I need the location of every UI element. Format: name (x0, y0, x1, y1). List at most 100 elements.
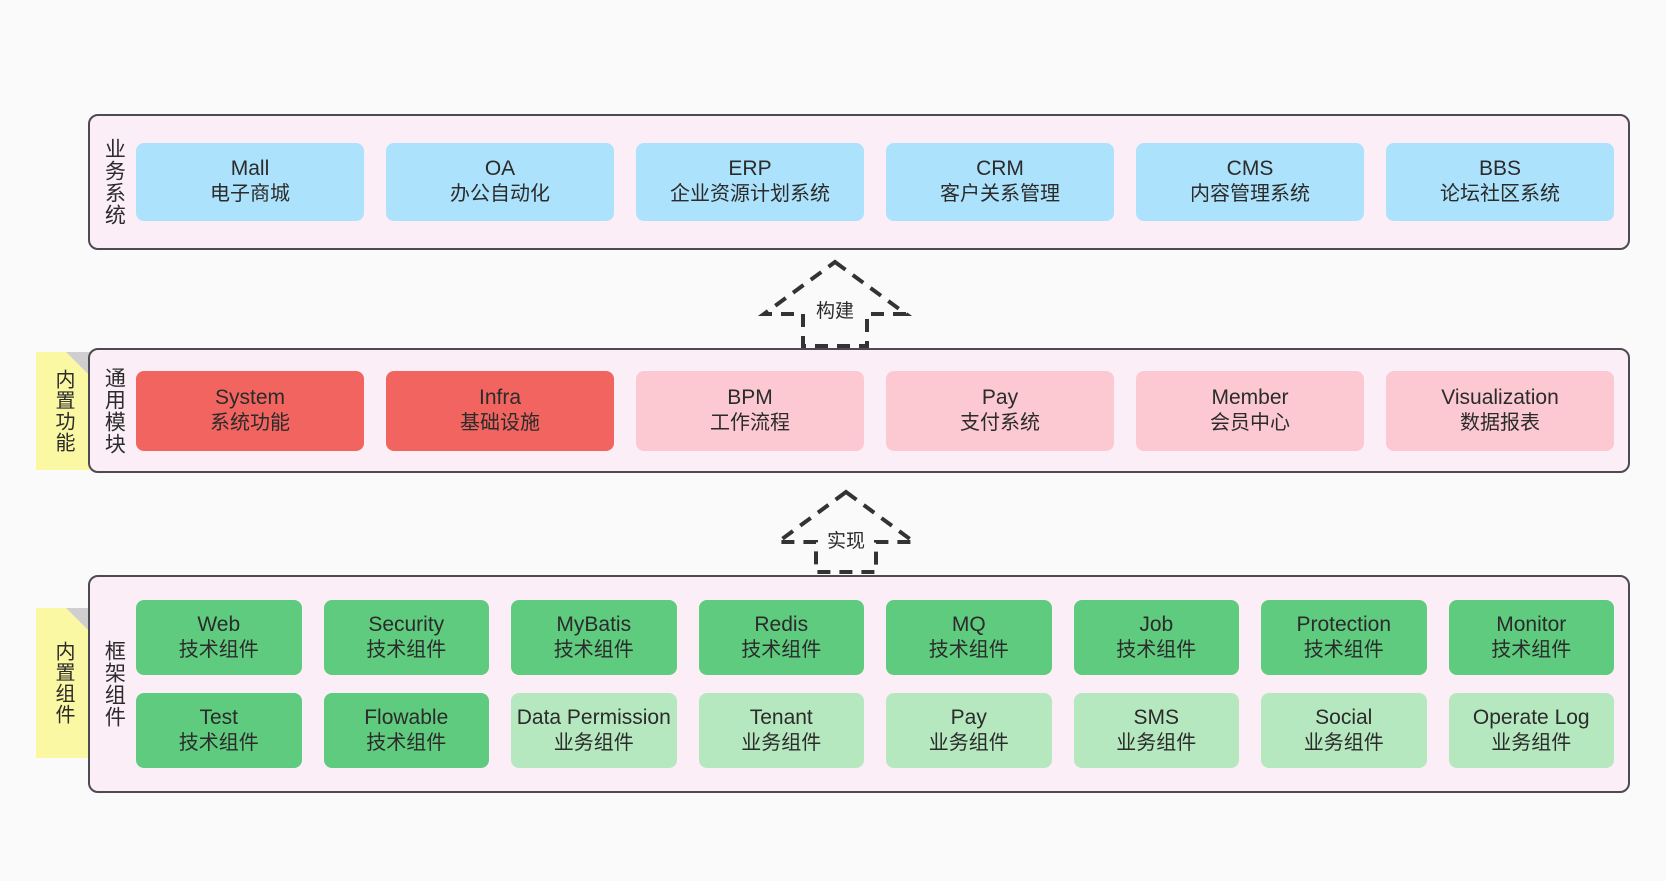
node-subtitle: 基础设施 (460, 411, 540, 434)
node-subtitle: 客户关系管理 (940, 183, 1060, 206)
node-subtitle: 技术组件 (178, 638, 259, 661)
node-subtitle: 技术组件 (178, 731, 259, 754)
arrow-implement: 实现 (770, 488, 922, 581)
node-data-permission[interactable]: Data Permission 业务组件 (511, 693, 677, 768)
node-subtitle: 会员中心 (1210, 411, 1290, 434)
node-web[interactable]: Web 技术组件 (136, 600, 302, 675)
node-subtitle: 业务组件 (928, 731, 1009, 754)
node-erp[interactable]: ERP 企业资源计划系统 (636, 143, 864, 221)
node-subtitle: 办公自动化 (450, 183, 550, 206)
node-security[interactable]: Security 技术组件 (323, 600, 489, 675)
node-subtitle: 论坛社区系统 (1440, 183, 1560, 206)
node-protection[interactable]: Protection 技术组件 (1261, 600, 1427, 675)
node-subtitle: 企业资源计划系统 (670, 183, 830, 206)
node-title: Security (368, 612, 445, 636)
node-bpm[interactable]: BPM 工作流程 (636, 370, 864, 451)
arrow-build-icon (757, 259, 913, 348)
node-infra[interactable]: Infra 基础设施 (386, 370, 614, 451)
node-mybatis[interactable]: MyBatis 技术组件 (511, 600, 677, 675)
node-subtitle: 业务组件 (1116, 731, 1197, 754)
layer-label-common-modules: 通用模块 (102, 366, 126, 455)
arrow-build: 构建 (755, 258, 915, 355)
node-visualization[interactable]: Visualization 数据报表 (1386, 370, 1614, 451)
node-title: Flowable (364, 705, 449, 729)
node-subtitle: 技术组件 (1116, 638, 1197, 661)
arrow-implement-label: 实现 (826, 531, 865, 552)
node-title: Social (1315, 705, 1373, 729)
node-title: Web (197, 612, 241, 636)
sticky-fold-icon (66, 608, 90, 632)
node-title: BPM (727, 385, 773, 409)
node-member[interactable]: Member 会员中心 (1136, 370, 1364, 451)
sticky-note-builtin-functions: 内置功能 (36, 352, 90, 470)
node-title: Job (1139, 612, 1174, 636)
node-title: Data Permission (516, 705, 671, 729)
node-social[interactable]: Social 业务组件 (1261, 693, 1427, 768)
arrow-build-label: 构建 (815, 301, 854, 322)
node-mq[interactable]: MQ 技术组件 (886, 600, 1052, 675)
layer-label-business-systems: 业务系统 (102, 138, 126, 226)
node-system[interactable]: System 系统功能 (136, 370, 364, 451)
node-tenant[interactable]: Tenant 业务组件 (698, 693, 864, 768)
business-systems-row: Mall 电子商城 OA 办公自动化 ERP 企业资源计划系统 CRM 客户关系… (136, 143, 1614, 221)
node-redis[interactable]: Redis 技术组件 (698, 600, 864, 675)
node-subtitle: 技术组件 (928, 638, 1009, 661)
node-title: OA (484, 157, 516, 181)
common-modules-row: System 系统功能 Infra 基础设施 BPM 工作流程 Pay 支付系统… (136, 370, 1614, 451)
node-subtitle: 技术组件 (366, 638, 447, 661)
node-title: Protection (1296, 612, 1392, 636)
node-title: Tenant (749, 705, 813, 729)
node-title: Monitor (1496, 612, 1567, 636)
layer-common-modules: 通用模块 System 系统功能 Infra 基础设施 BPM 工作流程 Pay… (88, 348, 1630, 473)
node-title: Pay (950, 705, 987, 729)
node-sms[interactable]: SMS 业务组件 (1073, 693, 1239, 768)
sticky-fold-icon (66, 352, 90, 376)
node-operate-log[interactable]: Operate Log 业务组件 (1448, 693, 1614, 768)
framework-business-row: Test 技术组件 Flowable 技术组件 Data Permission … (136, 693, 1614, 768)
node-title: CRM (976, 157, 1024, 181)
node-subtitle: 数据报表 (1460, 411, 1540, 434)
node-title: ERP (728, 157, 772, 181)
layer-body-framework-components: Web 技术组件 Security 技术组件 MyBatis 技术组件 Redi… (136, 577, 1628, 791)
node-title: SMS (1133, 705, 1179, 729)
layer-body-business-systems: Mall 电子商城 OA 办公自动化 ERP 企业资源计划系统 CRM 客户关系… (136, 116, 1628, 248)
node-title: System (214, 385, 285, 409)
node-test[interactable]: Test 技术组件 (136, 693, 302, 768)
node-subtitle: 电子商城 (210, 183, 290, 206)
node-title: Test (199, 705, 238, 729)
node-subtitle: 技术组件 (366, 731, 447, 754)
node-title: Mall (230, 157, 270, 181)
node-title: Redis (754, 612, 809, 636)
node-title: Member (1211, 385, 1289, 409)
node-subtitle: 支付系统 (960, 411, 1040, 434)
node-title: Pay (981, 385, 1019, 409)
layer-framework-components: 框架组件 Web 技术组件 Security 技术组件 MyBatis 技术组件… (88, 575, 1630, 793)
node-cms[interactable]: CMS 内容管理系统 (1136, 143, 1364, 221)
node-crm[interactable]: CRM 客户关系管理 (886, 143, 1114, 221)
layer-business-systems: 业务系统 Mall 电子商城 OA 办公自动化 ERP 企业资源计划系统 CRM… (88, 114, 1630, 250)
node-subtitle: 技术组件 (1491, 638, 1572, 661)
node-title: MyBatis (556, 612, 632, 636)
node-bbs[interactable]: BBS 论坛社区系统 (1386, 143, 1614, 221)
node-subtitle: 系统功能 (210, 411, 290, 434)
node-mall[interactable]: Mall 电子商城 (136, 143, 364, 221)
node-title: Visualization (1441, 385, 1559, 409)
node-title: Infra (478, 385, 522, 409)
node-subtitle: 内容管理系统 (1190, 183, 1310, 206)
node-subtitle: 业务组件 (1303, 731, 1384, 754)
node-pay-component[interactable]: Pay 业务组件 (886, 693, 1052, 768)
node-subtitle: 技术组件 (553, 638, 634, 661)
node-title: CMS (1226, 157, 1274, 181)
sticky-note-builtin-components: 内置组件 (36, 608, 90, 758)
node-job[interactable]: Job 技术组件 (1073, 600, 1239, 675)
layer-body-common-modules: System 系统功能 Infra 基础设施 BPM 工作流程 Pay 支付系统… (136, 350, 1628, 471)
node-oa[interactable]: OA 办公自动化 (386, 143, 614, 221)
node-subtitle: 工作流程 (710, 411, 790, 434)
node-monitor[interactable]: Monitor 技术组件 (1448, 600, 1614, 675)
node-pay-module[interactable]: Pay 支付系统 (886, 370, 1114, 451)
node-subtitle: 业务组件 (553, 731, 634, 754)
node-subtitle: 技术组件 (741, 638, 822, 661)
framework-tech-row: Web 技术组件 Security 技术组件 MyBatis 技术组件 Redi… (136, 600, 1614, 675)
node-flowable[interactable]: Flowable 技术组件 (323, 693, 489, 768)
